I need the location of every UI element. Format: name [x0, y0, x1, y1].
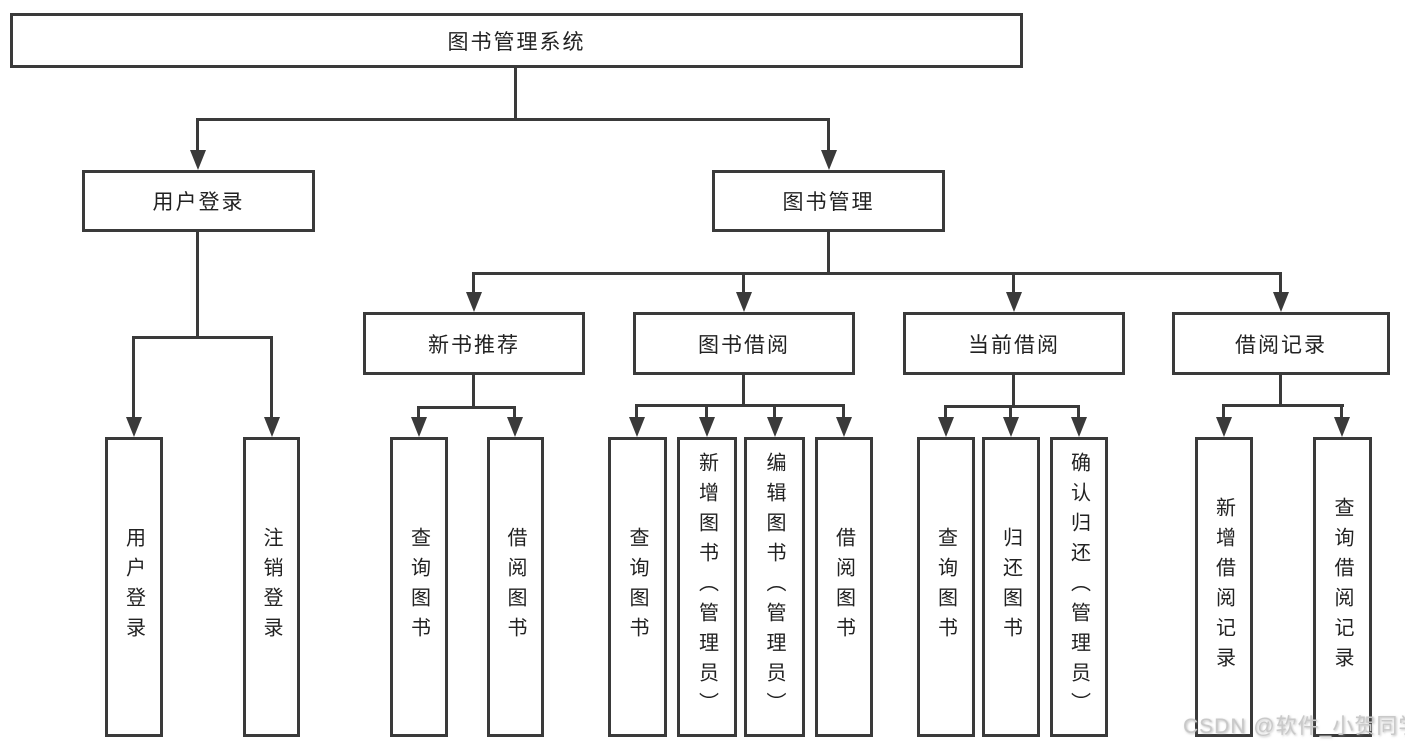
arrow-down-icon [629, 417, 645, 437]
connector-drop [1222, 404, 1225, 419]
connector-drop [635, 404, 638, 419]
arrow-down-icon [767, 417, 783, 437]
connector-drop [270, 336, 273, 419]
arrow-down-icon [1216, 417, 1232, 437]
arrow-down-icon [507, 417, 523, 437]
connector-l2-rail [196, 118, 830, 121]
connector-l3-rail [472, 272, 1282, 275]
node-book-borrow-label: 图书借阅 [698, 333, 790, 357]
leaf-query-books-current-label: 查询图书 [934, 527, 957, 647]
connector-drop [1077, 405, 1080, 419]
arrow-down-icon [466, 292, 482, 312]
connector-root-stem [514, 68, 517, 121]
arrow-down-icon [1071, 417, 1087, 437]
leaf-query-books-recommend: 查询图书 [390, 437, 448, 737]
arrow-down-icon [190, 150, 206, 170]
node-user-login: 用户登录 [82, 170, 315, 232]
node-borrow-records-label: 借阅记录 [1235, 333, 1327, 357]
leaf-query-books-recommend-label: 查询图书 [407, 527, 430, 647]
connector-drop [705, 404, 708, 419]
leaf-add-borrow-record: 新增借阅记录 [1195, 437, 1253, 737]
connector-l2-drop-left [196, 118, 199, 152]
leaf-return-books: 归还图书 [982, 437, 1040, 737]
node-borrow-records: 借阅记录 [1172, 312, 1390, 375]
connector-rail [417, 406, 516, 409]
arrow-down-icon [821, 150, 837, 170]
connector-rail [1222, 404, 1344, 407]
leaf-query-books-borrow-label: 查询图书 [626, 527, 648, 647]
connector-drop [132, 336, 135, 419]
node-user-login-label: 用户登录 [152, 191, 245, 214]
leaf-add-borrow-record-label: 新增借阅记录 [1212, 497, 1235, 677]
node-book-management-label: 图书管理 [782, 191, 875, 214]
connector-rail [635, 404, 845, 407]
arrow-down-icon [938, 417, 954, 437]
node-book-borrow: 图书借阅 [633, 312, 855, 375]
connector-drop [1012, 272, 1015, 294]
node-current-borrow: 当前借阅 [903, 312, 1125, 375]
leaf-user-login: 用户登录 [105, 437, 163, 737]
connector-drop [472, 272, 475, 294]
arrow-down-icon [126, 417, 142, 437]
connector-drop [513, 406, 516, 419]
node-new-book-recommend: 新书推荐 [363, 312, 585, 375]
connector-userlogin-stem [196, 232, 199, 339]
leaf-add-books-admin-label: 新增图书（管理员） [695, 452, 718, 722]
connector-drop [1340, 404, 1343, 419]
node-current-borrow-label: 当前借阅 [968, 333, 1060, 357]
connector-stem [742, 375, 745, 406]
node-book-management: 图书管理 [712, 170, 945, 232]
leaf-add-books-admin: 新增图书（管理员） [677, 437, 737, 737]
connector-userlogin-rail [132, 336, 273, 339]
connector-drop [1009, 405, 1012, 419]
arrow-down-icon [411, 417, 427, 437]
node-new-book-recommend-label: 新书推荐 [428, 333, 520, 357]
leaf-edit-books-admin: 编辑图书（管理员） [744, 437, 805, 737]
connector-drop [773, 404, 776, 419]
leaf-query-borrow-record-label: 查询借阅记录 [1331, 497, 1353, 677]
connector-stem [472, 375, 475, 408]
leaf-user-login-label: 用户登录 [122, 527, 145, 647]
arrow-down-icon [1006, 292, 1022, 312]
connector-drop [742, 272, 745, 294]
arrow-down-icon [1273, 292, 1289, 312]
leaf-query-books-borrow: 查询图书 [608, 437, 667, 737]
leaf-borrow-books-recommend: 借阅图书 [487, 437, 544, 737]
connector-drop [842, 404, 845, 419]
watermark: CSDN @软件_小贺同学 [1183, 715, 1405, 738]
leaf-borrow-books-recommend-label: 借阅图书 [504, 527, 526, 647]
node-root-label: 图书管理系统 [447, 30, 586, 54]
arrow-down-icon [699, 417, 715, 437]
leaf-borrow-books-label: 借阅图书 [832, 527, 855, 647]
arrow-down-icon [836, 417, 852, 437]
connector-rail [944, 405, 1080, 408]
leaf-confirm-return-admin-label: 确认归还（管理员） [1067, 452, 1090, 722]
arrow-down-icon [264, 417, 280, 437]
leaf-query-books-current: 查询图书 [917, 437, 975, 737]
connector-stem [1279, 375, 1282, 406]
connector-drop [944, 405, 947, 419]
arrow-down-icon [736, 292, 752, 312]
leaf-edit-books-admin-label: 编辑图书（管理员） [763, 452, 785, 722]
connector-l2-drop-right [827, 118, 830, 152]
leaf-logout: 注销登录 [243, 437, 300, 737]
arrow-down-icon [1334, 417, 1350, 437]
connector-drop [1279, 272, 1282, 294]
node-root: 图书管理系统 [10, 13, 1023, 68]
arrow-down-icon [1003, 417, 1019, 437]
leaf-confirm-return-admin: 确认归还（管理员） [1050, 437, 1108, 737]
leaf-logout-label: 注销登录 [260, 527, 282, 647]
connector-drop [417, 406, 420, 419]
leaf-return-books-label: 归还图书 [999, 527, 1022, 647]
connector-stem [1012, 375, 1015, 407]
leaf-query-borrow-record: 查询借阅记录 [1313, 437, 1372, 737]
leaf-borrow-books: 借阅图书 [815, 437, 873, 737]
connector-bookmgmt-stem [827, 232, 830, 275]
